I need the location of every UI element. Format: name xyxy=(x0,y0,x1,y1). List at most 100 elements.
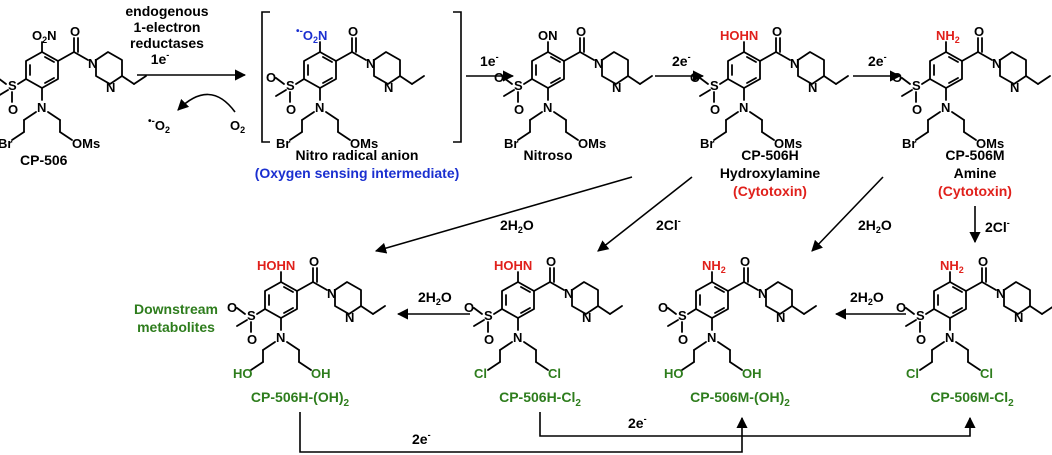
reductase-arrow: endogenous 1-electron reductases 1e- •-O… xyxy=(125,3,247,135)
svg-text:S: S xyxy=(710,78,719,93)
label-cp506m-cl2: CP-506M-Cl2 xyxy=(930,389,1014,409)
svg-text:2Cl-: 2Cl- xyxy=(656,216,681,233)
svg-text:N: N xyxy=(992,56,1001,71)
svg-text:OMs: OMs xyxy=(578,136,606,151)
arrow-down-m-cl: 2Cl- xyxy=(969,206,1010,244)
svg-text:N: N xyxy=(582,310,591,325)
svg-text:OMs: OMs xyxy=(350,136,378,151)
svg-text:S: S xyxy=(484,308,493,323)
label-oxygen-sensing: (Oxygen sensing intermediate) xyxy=(255,165,460,181)
svg-text:N: N xyxy=(941,100,950,115)
svg-text:Br: Br xyxy=(902,136,916,151)
svg-text:N: N xyxy=(276,330,285,345)
svg-text:OH: OH xyxy=(742,366,762,381)
svg-text:N: N xyxy=(106,80,115,95)
molecule-cp506: O2N O N N S O O N Br OMs xyxy=(0,24,147,151)
svg-text:O: O xyxy=(974,24,984,39)
arrow-bottom-h-cl-to-m-cl: 2e- xyxy=(539,412,976,437)
svg-text:N: N xyxy=(758,286,767,301)
svg-text:O: O xyxy=(978,254,988,269)
svg-text:N: N xyxy=(1014,310,1023,325)
svg-text:2Cl-: 2Cl- xyxy=(985,218,1010,235)
molecule-cp506m-cl2: NH2 O N N S O O N Cl Cl xyxy=(896,254,1052,381)
svg-text:O: O xyxy=(286,102,296,117)
svg-text:NH2: NH2 xyxy=(702,258,726,275)
svg-text:N: N xyxy=(384,80,393,95)
label-cp506m: CP-506M xyxy=(945,147,1004,163)
svg-text:O: O xyxy=(70,24,80,39)
right-bracket xyxy=(453,11,462,143)
svg-text:O: O xyxy=(576,24,586,39)
svg-text:Br: Br xyxy=(504,136,518,151)
svg-text:O: O xyxy=(8,102,18,117)
svg-text:N: N xyxy=(996,286,1005,301)
molecule-cp506h-cl2: HOHN O N N S O O N Cl Cl xyxy=(464,254,623,381)
svg-text:N: N xyxy=(776,310,785,325)
svg-text:N: N xyxy=(37,100,46,115)
svg-text:HOHN: HOHN xyxy=(494,258,532,273)
svg-text:O: O xyxy=(710,102,720,117)
svg-text:S: S xyxy=(247,308,256,323)
svg-text:NH2: NH2 xyxy=(936,28,960,45)
arrow-h-cl-to-h-oh: 2H2O xyxy=(396,289,470,320)
svg-text:N: N xyxy=(808,80,817,95)
arrow-nitroso-step: 1e- xyxy=(466,52,515,82)
svg-text:1-electron: 1-electron xyxy=(134,19,201,35)
svg-text:S: S xyxy=(678,308,687,323)
svg-text:2e-: 2e- xyxy=(628,414,647,431)
svg-text:S: S xyxy=(514,78,523,93)
svg-text:N: N xyxy=(790,56,799,71)
molecule-cp506m: NH2 O N N S O O N Br OMs xyxy=(892,24,1051,151)
label-nitroso: Nitroso xyxy=(524,147,573,163)
svg-text:O: O xyxy=(484,332,494,347)
svg-text:S: S xyxy=(286,78,295,93)
svg-text:2e-: 2e- xyxy=(412,430,431,447)
svg-text:O: O xyxy=(546,254,556,269)
svg-text:N: N xyxy=(594,56,603,71)
svg-text:2H2O: 2H2O xyxy=(418,289,452,307)
svg-text:N: N xyxy=(513,330,522,345)
svg-text:OMs: OMs xyxy=(72,136,100,151)
label-cp506h-cl2: CP-506H-Cl2 xyxy=(499,389,581,409)
svg-text:Cl: Cl xyxy=(474,366,487,381)
svg-text:O: O xyxy=(266,70,276,85)
svg-text:Cl: Cl xyxy=(548,366,561,381)
svg-text:reductases: reductases xyxy=(130,35,204,51)
svg-text:O: O xyxy=(514,102,524,117)
svg-text:Br: Br xyxy=(0,136,12,151)
svg-text:N: N xyxy=(327,286,336,301)
svg-text:O: O xyxy=(348,24,358,39)
label-cp506h-oh2: CP-506H-(OH)2 xyxy=(251,389,350,409)
svg-text:2e-: 2e- xyxy=(672,52,691,69)
svg-text:O: O xyxy=(494,70,504,85)
svg-text:Cl: Cl xyxy=(906,366,919,381)
molecule-cp506h: HOHN O N N S O O N Br OMs xyxy=(690,24,849,151)
label-amine: Amine xyxy=(954,165,997,181)
svg-text:O: O xyxy=(678,332,688,347)
svg-text:N: N xyxy=(345,310,354,325)
molecule-nitro-radical-anion: •-O2N O N N S O O N Br OMs xyxy=(266,24,425,151)
svg-text:O: O xyxy=(227,300,237,315)
arrow-amine-step: 2e- xyxy=(853,52,902,82)
arrow-m-cl-to-m-oh: 2H2O xyxy=(834,289,906,320)
svg-text:O2: O2 xyxy=(230,118,245,135)
svg-text:HOHN: HOHN xyxy=(720,28,758,43)
molecule-cp506h-oh2: HOHN O N N S O O N HO OH xyxy=(227,254,386,381)
svg-text:N: N xyxy=(366,56,375,71)
svg-text:N: N xyxy=(707,330,716,345)
svg-text:•-O2: •-O2 xyxy=(148,116,170,135)
svg-text:N: N xyxy=(315,100,324,115)
svg-text:OMs: OMs xyxy=(774,136,802,151)
label-hydroxylamine: Hydroxylamine xyxy=(720,165,821,181)
svg-text:HOHN: HOHN xyxy=(257,258,295,273)
svg-text:N: N xyxy=(945,330,954,345)
svg-text:O: O xyxy=(916,332,926,347)
arrow-diag-m-oh: 2H2O xyxy=(811,176,892,252)
svg-text:Cl: Cl xyxy=(980,366,993,381)
svg-text:O: O xyxy=(772,24,782,39)
left-bracket xyxy=(261,11,270,143)
label-cp506h: CP-506H xyxy=(741,147,799,163)
svg-text:O: O xyxy=(658,300,668,315)
svg-text:N: N xyxy=(564,286,573,301)
